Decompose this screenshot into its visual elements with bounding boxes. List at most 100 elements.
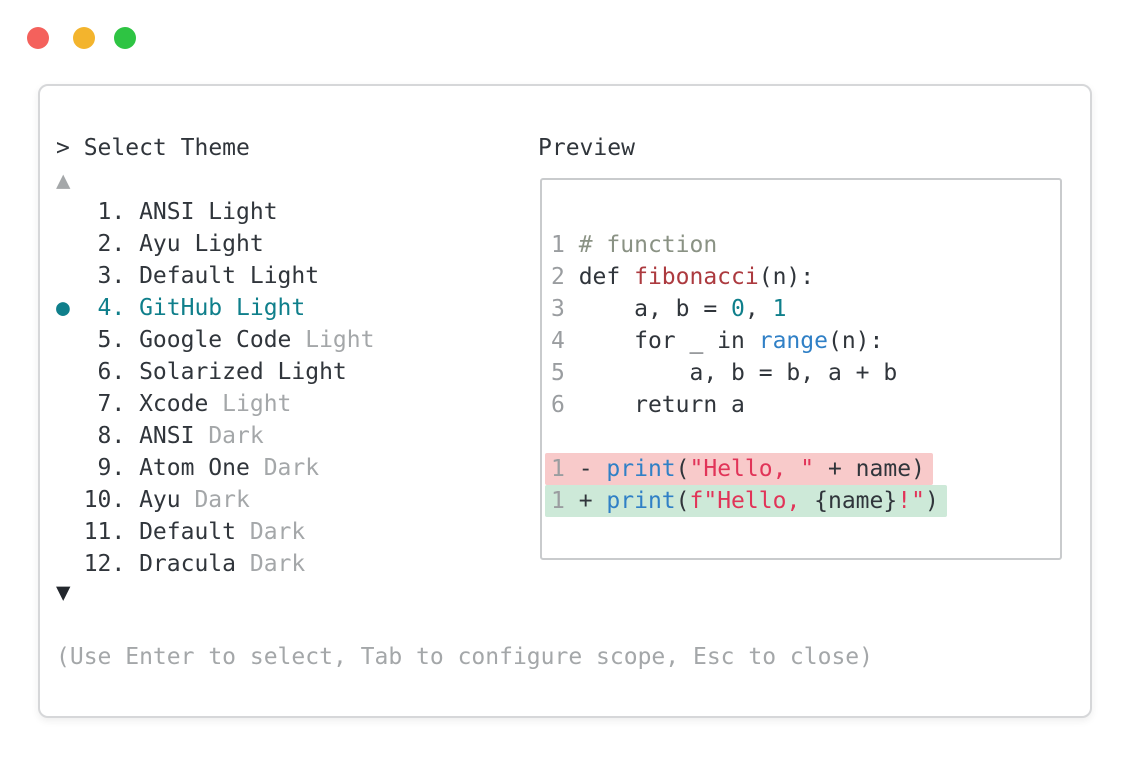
token-plain: + — [578, 488, 607, 514]
theme-item-label: Default Light — [125, 263, 320, 289]
theme-item-9[interactable]: 9. Atom One Dark — [56, 452, 374, 484]
token-number: 0 — [731, 296, 745, 322]
theme-item-7[interactable]: 7. Xcode Light — [56, 388, 374, 420]
code-line-content: 6 return a — [545, 389, 753, 421]
theme-item-variant-label: Dark — [249, 455, 320, 481]
theme-item-number: 12. — [83, 551, 126, 577]
theme-item-6[interactable]: 6. Solarized Light — [56, 356, 374, 388]
line-number: 1 — [551, 488, 579, 514]
preview-title: Preview — [538, 135, 635, 161]
token-plain: , — [744, 296, 773, 322]
theme-item-number: 1. — [97, 199, 126, 225]
token-plain: a, b = b, a + b — [578, 360, 898, 386]
token-builtin: range — [758, 328, 828, 354]
theme-item-10[interactable]: 10. Ayu Dark — [56, 484, 374, 516]
code-line — [551, 421, 1060, 453]
maximize-button-icon[interactable] — [114, 27, 136, 49]
token-func: fibonacci — [634, 264, 759, 290]
diff-line-removed: 1 - print("Hello, " + name) — [545, 453, 1060, 485]
code-line: 1 # function — [551, 229, 1060, 261]
line-number: 6 — [551, 392, 579, 418]
bullet-placeholder — [56, 452, 84, 484]
token-plain: ( — [675, 456, 690, 482]
theme-item-3[interactable]: 3. Default Light — [56, 260, 374, 292]
bullet-placeholder — [56, 516, 84, 548]
theme-item-variant-label: Dark — [180, 487, 250, 513]
line-number: 1 — [551, 456, 579, 482]
token-number: 1 — [772, 296, 787, 322]
token-builtin: print — [606, 456, 676, 482]
token-plain: - — [578, 456, 607, 482]
bullet-placeholder — [56, 484, 84, 516]
code-line-content: 1 - print("Hello, " + name) — [545, 453, 933, 485]
token-plain: (n): — [827, 328, 884, 354]
bullet-placeholder — [56, 228, 84, 260]
theme-item-label: Xcode — [125, 391, 209, 417]
code-line-content: 1 # function — [545, 229, 725, 261]
theme-item-label: Atom One — [125, 455, 250, 481]
token-string: "Hello, " — [689, 456, 815, 482]
selected-bullet-icon: ● — [56, 295, 70, 321]
theme-item-label: ANSI — [125, 423, 195, 449]
window-controls — [0, 0, 160, 60]
line-number: 3 — [551, 296, 579, 322]
theme-item-label: Solarized Light — [125, 359, 347, 385]
theme-item-number: 5. — [97, 327, 126, 353]
select-theme-prompt: > Select Theme — [56, 135, 250, 161]
theme-item-number: 6. — [97, 359, 126, 385]
theme-item-number: 7. — [97, 391, 126, 417]
theme-item-label: ANSI Light — [125, 199, 278, 225]
code-line-content: 5 a, b = b, a + b — [545, 357, 905, 389]
theme-item-8[interactable]: 8. ANSI Dark — [56, 420, 374, 452]
theme-item-1[interactable]: 1. ANSI Light — [56, 196, 374, 228]
theme-item-label: Ayu — [125, 487, 181, 513]
code-line: 4 for _ in range(n): — [551, 325, 1060, 357]
code-line: 2 def fibonacci(n): — [551, 261, 1060, 293]
theme-item-number: 2. — [97, 231, 126, 257]
scroll-up-icon[interactable]: ▲ — [56, 166, 71, 194]
token-plain: def — [578, 264, 635, 290]
token-comment: # function — [578, 232, 718, 258]
code-line-content: 3 a, b = 0, 1 — [545, 293, 794, 325]
theme-item-label: Ayu Light — [125, 231, 264, 257]
theme-item-number: 10. — [83, 487, 126, 513]
scroll-down-icon[interactable]: ▼ — [56, 578, 71, 606]
line-number: 1 — [551, 232, 579, 258]
theme-item-2[interactable]: 2. Ayu Light — [56, 228, 374, 260]
bullet-placeholder — [56, 420, 84, 452]
token-plain: ( — [675, 488, 690, 514]
token-string: !" — [897, 488, 925, 514]
theme-item-4[interactable]: ● 4. GitHub Light — [56, 292, 374, 324]
theme-item-number: 4. — [97, 295, 126, 321]
theme-item-5[interactable]: 5. Google Code Light — [56, 324, 375, 356]
theme-item-variant-label: Light — [208, 391, 292, 417]
code-line-content: 4 for _ in range(n): — [545, 325, 891, 357]
theme-item-variant-label: Dark — [194, 423, 264, 449]
token-plain: return a — [578, 392, 745, 418]
bullet-placeholder — [56, 324, 84, 356]
token-plain: (n): — [758, 264, 815, 290]
code-line-content: 1 + print(f"Hello, {name}!") — [545, 485, 947, 517]
minimize-button-icon[interactable] — [73, 27, 95, 49]
bullet-placeholder — [56, 260, 84, 292]
token-string: f"Hello, — [689, 488, 815, 514]
diff-line-added: 1 + print(f"Hello, {name}!") — [545, 485, 1060, 517]
line-number: 4 — [551, 328, 579, 354]
theme-item-label: GitHub Light — [125, 295, 306, 321]
theme-item-label: Default — [125, 519, 236, 545]
token-builtin: print — [606, 488, 676, 514]
close-button-icon[interactable] — [27, 27, 49, 49]
theme-item-12[interactable]: 12. Dracula Dark — [56, 548, 374, 580]
bullet-placeholder — [56, 196, 84, 228]
keyboard-hint: (Use Enter to select, Tab to configure s… — [56, 644, 873, 670]
theme-list: 1. ANSI Light 2. Ayu Light 3. Default Li… — [56, 196, 374, 580]
theme-picker-window: > Select Theme ▲ 1. ANSI Light 2. Ayu Li… — [38, 84, 1092, 718]
theme-item-label: Google Code — [125, 327, 292, 353]
code-line: 3 a, b = 0, 1 — [551, 293, 1060, 325]
code-line-content: 2 def fibonacci(n): — [545, 261, 822, 293]
theme-item-11[interactable]: 11. Default Dark — [56, 516, 374, 548]
theme-item-variant-label: Light — [291, 327, 375, 353]
bullet-placeholder — [56, 356, 84, 388]
